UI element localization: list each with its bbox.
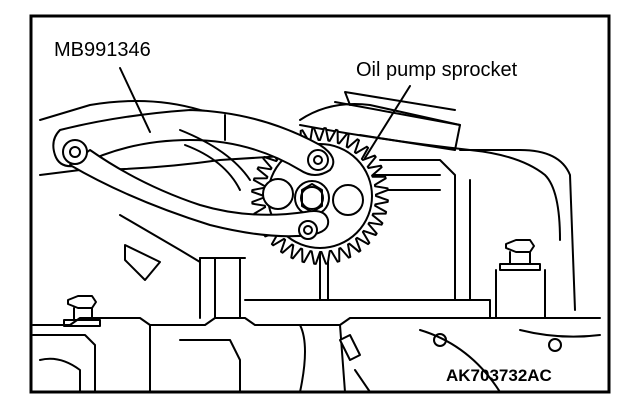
- bolt-right: [495, 239, 546, 319]
- engine-block: [32, 317, 601, 393]
- pump-housing: [199, 149, 576, 319]
- figure-code: AK703732AC: [446, 366, 552, 385]
- leader-sprocket: [364, 85, 411, 159]
- timing-cover: [299, 91, 561, 241]
- sprocket-label: Oil pump sprocket: [356, 59, 518, 81]
- figure-frame: [29, 14, 611, 394]
- tool-label: MB991346: [54, 39, 151, 61]
- bolt-left: [63, 295, 101, 327]
- leader-tool: [119, 67, 151, 133]
- special-tool-mb991346: [39, 100, 335, 281]
